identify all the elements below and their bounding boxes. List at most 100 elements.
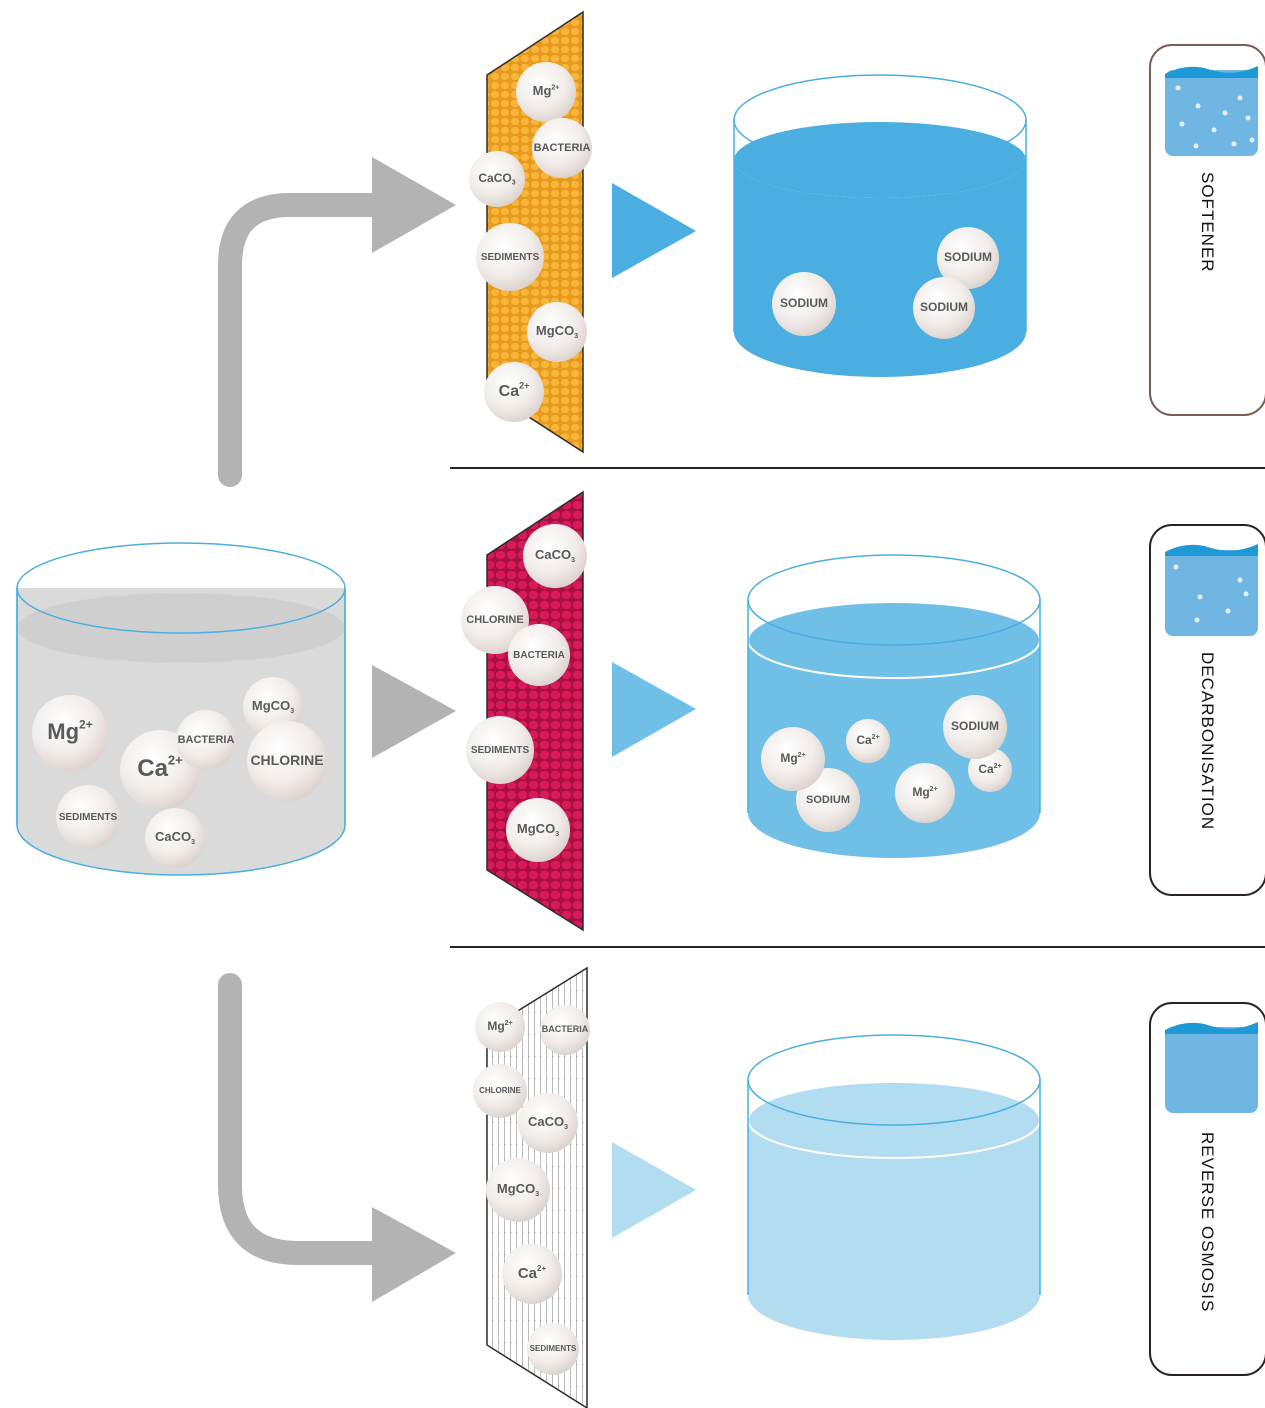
tank-reverse-osmosis <box>747 1034 1041 1340</box>
tank-softener <box>733 74 1027 377</box>
particle-ball <box>473 1064 527 1118</box>
source-particle-2: BACTERIA <box>176 710 236 770</box>
particle-label: SODIUM <box>920 300 968 314</box>
particle-label: CHLORINE <box>250 752 323 768</box>
particle-label: Mg2+ <box>912 785 937 799</box>
particle-label: SEDIMENTS <box>530 1344 577 1353</box>
filter-2-particle-5: Ca2+ <box>502 1244 562 1304</box>
result-1-particle-2: Mg2+ <box>895 763 955 823</box>
particle-ball <box>484 362 544 422</box>
particle-ball <box>145 808 205 868</box>
particle-label: MgCO3 <box>497 1181 539 1197</box>
particle-ball <box>523 524 587 588</box>
particle-label: CaCO3 <box>155 829 195 845</box>
particle-label: SODIUM <box>780 296 828 310</box>
particle-label: SEDIMENTS <box>471 745 530 756</box>
particle-label: Ca2+ <box>978 762 1001 776</box>
source-particle-0: Mg2+ <box>32 695 108 771</box>
particle-label: MgCO3 <box>517 821 559 837</box>
flow-arrow-down <box>218 973 456 1302</box>
filter-2-particle-4: MgCO3 <box>486 1158 550 1222</box>
particle-ball <box>506 798 570 862</box>
filter-1-particle-3: SEDIMENTS <box>466 716 534 784</box>
result-1-particle-4: SODIUM <box>943 695 1007 759</box>
particle-label: Mg2+ <box>47 717 92 743</box>
particle-label: MgCO3 <box>252 698 294 714</box>
particle-ball <box>540 1005 590 1055</box>
particle-label: CHLORINE <box>466 614 523 626</box>
water-swatch-reverse-osmosis <box>1165 1027 1258 1113</box>
particle-label: SEDIMENTS <box>481 252 540 263</box>
legend-card-reverse-osmosis <box>1149 1002 1265 1376</box>
particle-label: BACTERIA <box>178 734 235 746</box>
particle-ball <box>527 1323 579 1375</box>
particle-label: CaCO3 <box>528 1114 568 1130</box>
particle-ball <box>176 710 236 770</box>
result-1-particle-5: Mg2+ <box>761 727 825 791</box>
water-swatch-decarbonisation <box>1165 550 1258 636</box>
filter-0-particle-3: SEDIMENTS <box>476 223 544 291</box>
particle-ball <box>913 277 975 339</box>
filter-0-particle-2: CaCO3 <box>469 151 525 207</box>
filter-2-particle-0: Mg2+ <box>475 1002 525 1052</box>
result-1-particle-3: Ca2+ <box>968 748 1012 792</box>
filter-1-particle-4: MgCO3 <box>506 798 570 862</box>
particle-label: Mg2+ <box>533 83 560 98</box>
source-particle-6: CaCO3 <box>145 808 205 868</box>
filter-2-particle-1: BACTERIA <box>540 1005 590 1055</box>
particle-ball <box>846 719 890 763</box>
flow-arrow-softener <box>612 183 696 278</box>
filter-2-particle-3: CaCO3 <box>518 1093 578 1153</box>
result-0-particle-1: SODIUM <box>937 227 999 289</box>
particle-ball <box>895 763 955 823</box>
particle-ball <box>508 624 570 686</box>
particle-ball <box>469 151 525 207</box>
particle-label: Ca2+ <box>137 753 183 782</box>
particle-label: SODIUM <box>806 794 850 806</box>
particle-ball <box>772 272 836 336</box>
result-1-particle-0: Ca2+ <box>846 719 890 763</box>
flow-arrow-up <box>218 157 456 487</box>
particle-label: SODIUM <box>944 250 992 264</box>
particle-ball <box>516 62 576 122</box>
particle-label: SEDIMENTS <box>59 812 118 823</box>
particle-ball <box>476 223 544 291</box>
particle-label: BACTERIA <box>513 650 565 661</box>
flow-arrow-middle <box>372 665 456 758</box>
particle-ball <box>518 1093 578 1153</box>
particle-label: MgCO3 <box>536 323 578 339</box>
filter-2-particle-2: CHLORINE <box>473 1064 527 1118</box>
filter-0-particle-1: BACTERIA <box>532 118 592 178</box>
result-0-particle-0: SODIUM <box>772 272 836 336</box>
result-0-particle-2: SODIUM <box>913 277 975 339</box>
particle-layer: Mg2+Ca2+BACTERIAMgCO3CHLORINESEDIMENTSCa… <box>32 62 1012 1375</box>
particle-ball <box>502 1244 562 1304</box>
particle-ball <box>466 716 534 784</box>
particle-label: CaCO3 <box>478 171 515 186</box>
particle-ball <box>968 748 1012 792</box>
particle-label: Ca2+ <box>499 381 530 400</box>
particle-label: BACTERIA <box>534 142 591 154</box>
particle-ball <box>32 695 108 771</box>
particle-label: Ca2+ <box>518 1264 547 1282</box>
source-particle-4: CHLORINE <box>247 721 327 801</box>
source-particle-5: SEDIMENTS <box>56 785 120 849</box>
particle-ball <box>532 118 592 178</box>
particle-ball <box>475 1002 525 1052</box>
filter-1-particle-1: CHLORINE <box>461 586 529 654</box>
particle-label: Ca2+ <box>856 733 879 747</box>
particle-ball <box>247 721 327 801</box>
filter-1-particle-0: CaCO3 <box>523 524 587 588</box>
legend-label-decarbonisation: DECARBONISATION <box>1198 652 1217 830</box>
particle-ball <box>937 227 999 289</box>
particle-label: CaCO3 <box>535 547 575 563</box>
legend-card-decarbonisation <box>1149 524 1265 896</box>
particle-ball <box>943 695 1007 759</box>
filter-1-particle-2: BACTERIA <box>508 624 570 686</box>
particle-label: SODIUM <box>951 719 999 733</box>
particle-ball <box>761 727 825 791</box>
particle-ball <box>56 785 120 849</box>
particle-label: CHLORINE <box>479 1086 521 1095</box>
